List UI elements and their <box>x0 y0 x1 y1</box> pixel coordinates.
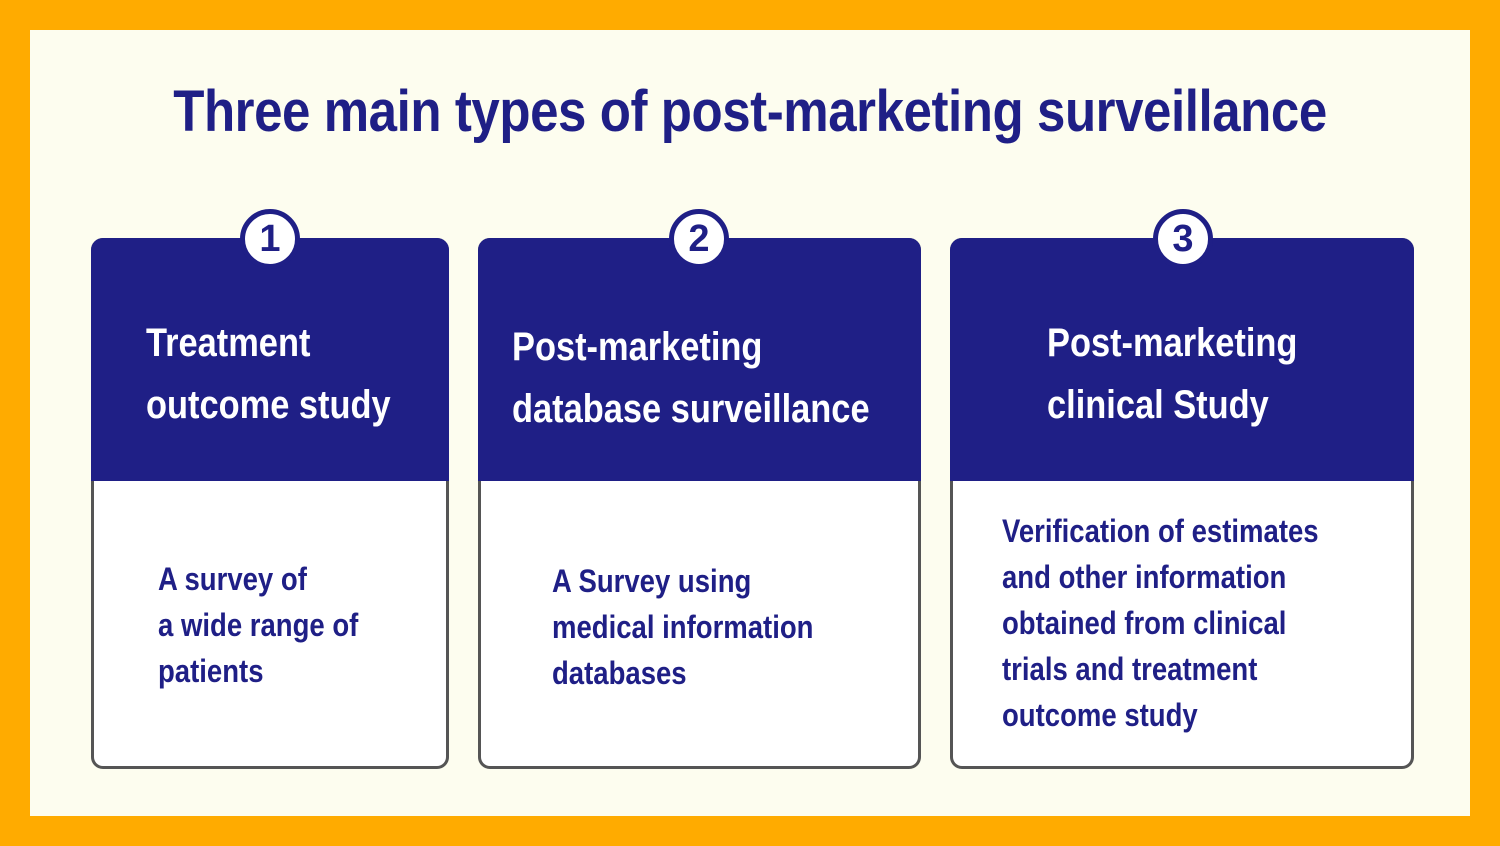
card-heading-line: Post-marketing <box>1047 321 1298 365</box>
card-database-surveillance: Post-marketing database surveillance 2 A… <box>478 209 921 769</box>
card-heading-line: outcome study <box>146 383 391 427</box>
card-heading-line: database surveillance <box>512 387 870 431</box>
card-description-line: and other information <box>1002 559 1287 595</box>
step-number-badge: 2 <box>669 209 729 269</box>
card-description-line: medical information <box>552 609 814 645</box>
card-description-line: patients <box>158 653 264 689</box>
card-clinical-study: Post-marketing clinical Study 3 Verifica… <box>950 209 1414 769</box>
card-heading-line: Post-marketing <box>512 325 763 369</box>
step-number-badge: 3 <box>1153 209 1213 269</box>
card-description: A Survey using medical information datab… <box>552 558 813 696</box>
card-heading: Post-marketing clinical Study <box>1047 312 1297 436</box>
card-heading: Treatment outcome study <box>146 312 391 436</box>
step-number-badge: 1 <box>240 209 300 269</box>
card-description-line: A Survey using <box>552 563 752 599</box>
card-description-line: A survey of <box>158 561 307 597</box>
card-heading-line: clinical Study <box>1047 383 1269 427</box>
card-heading: Post-marketing database surveillance <box>512 316 870 440</box>
card-description-line: obtained from clinical <box>1002 605 1287 641</box>
page-title: Three main types of post-marketing surve… <box>173 79 1327 144</box>
card-description-line: Verification of estimates <box>1002 513 1319 549</box>
card-description-line: a wide range of <box>158 607 359 643</box>
card-description-line: databases <box>552 655 687 691</box>
card-description: A survey of a wide range of patients <box>158 556 358 694</box>
card-header: Post-marketing clinical Study <box>950 238 1414 481</box>
card-heading-line: Treatment <box>146 321 311 365</box>
card-description-line: trials and treatment <box>1002 651 1258 687</box>
card-header: Treatment outcome study <box>91 238 449 481</box>
card-description: Verification of estimates and other info… <box>1002 508 1319 738</box>
card-treatment-outcome-study: Treatment outcome study 1 A survey of a … <box>91 209 449 769</box>
card-description-line: outcome study <box>1002 697 1198 733</box>
card-header: Post-marketing database surveillance <box>478 238 921 481</box>
